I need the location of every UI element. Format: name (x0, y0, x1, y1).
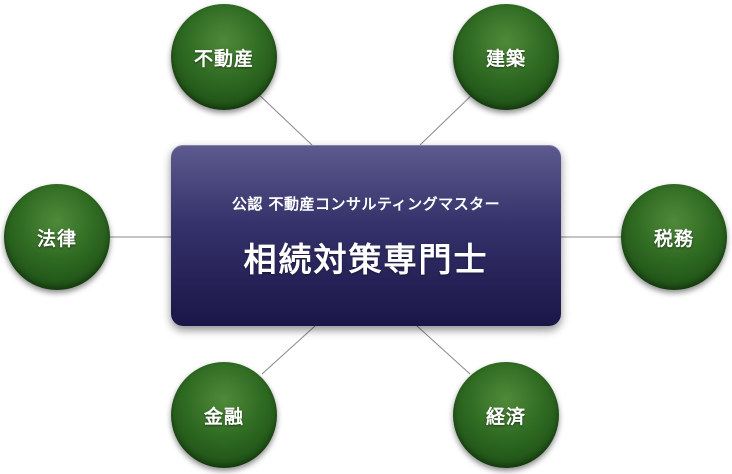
connector-realestate (253, 89, 313, 146)
node-construction: 建築 (453, 4, 559, 110)
center-title-box: 公認 不動産コンサルティングマスター 相続対策専門士 (171, 145, 561, 326)
connector-economy (416, 325, 471, 375)
node-tax: 税務 (621, 184, 727, 290)
center-title: 相続対策専門士 (243, 240, 489, 279)
node-finance: 金融 (171, 362, 277, 468)
node-economy: 経済 (453, 362, 559, 468)
node-law: 法律 (4, 184, 110, 290)
connector-construction (419, 89, 478, 146)
center-subtitle: 公認 不動産コンサルティングマスター (231, 195, 501, 213)
connector-finance (261, 325, 316, 375)
node-realestate: 不動産 (171, 4, 277, 110)
